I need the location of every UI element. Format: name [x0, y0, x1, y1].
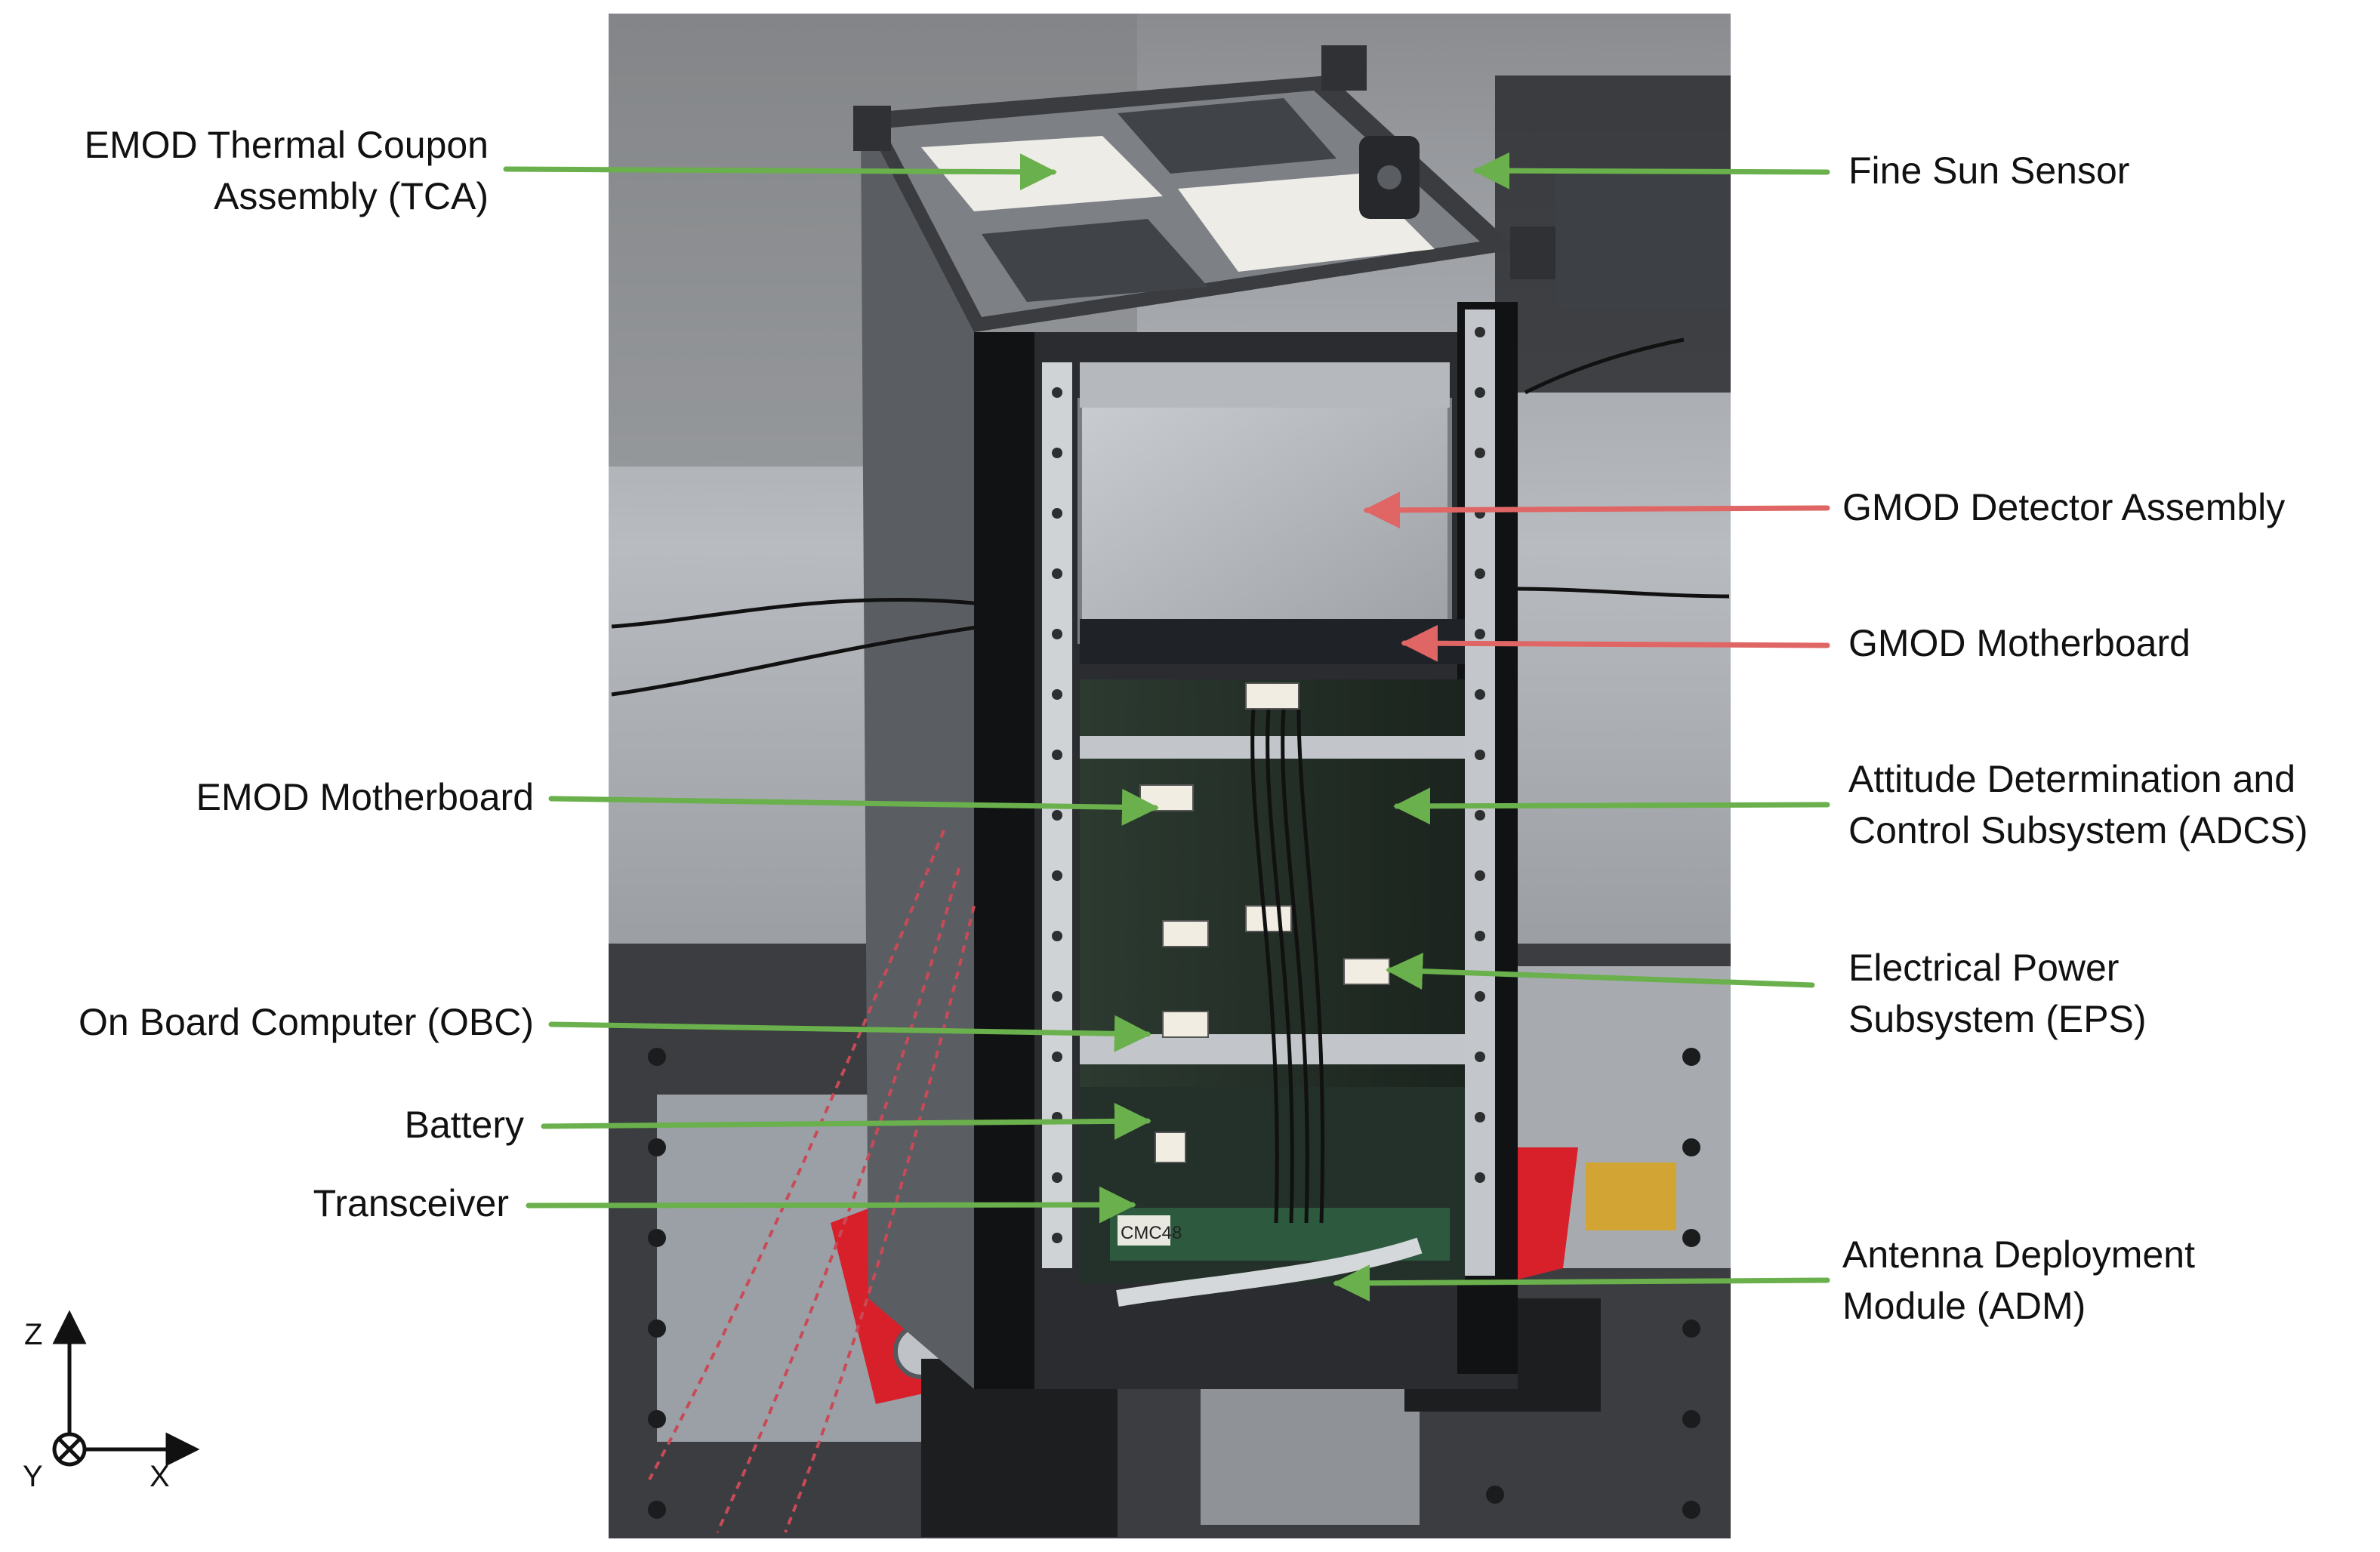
- arrow-battery: [541, 1102, 1151, 1140]
- arrow-obc: [548, 1015, 1151, 1052]
- arrow-adm: [1333, 1264, 1830, 1302]
- label-fine-sun-sensor: Fine Sun Sensor: [1848, 149, 2130, 192]
- label-emod-tca: EMOD Thermal Coupon Assembly (TCA): [84, 124, 489, 217]
- label-obc: On Board Computer (OBC): [79, 1001, 534, 1043]
- axis-label-y: Y: [23, 1460, 43, 1493]
- label-adm: Antenna Deployment Module (ADM): [1842, 1233, 2195, 1327]
- arrow-transceiver: [526, 1186, 1136, 1224]
- arrow-adcs: [1393, 787, 1830, 825]
- arrow-emod-tca: [503, 153, 1057, 191]
- label-battery: Battery: [404, 1104, 524, 1146]
- board-marking-cmc: CMC48: [1121, 1223, 1182, 1243]
- axis-label-x: X: [150, 1460, 170, 1493]
- arrow-gmod-detector: [1363, 491, 1830, 529]
- label-emod-motherboard: EMOD Motherboard: [196, 776, 534, 818]
- arrow-emod-motherboard: [548, 788, 1159, 826]
- arrow-gmod-motherboard: [1401, 624, 1830, 662]
- arrow-fine-sun-sensor: [1472, 152, 1830, 189]
- label-gmod-detector-assembly: GMOD Detector Assembly: [1842, 486, 2286, 528]
- callout-arrows: [503, 152, 1830, 1302]
- label-eps: Electrical Power Subsystem (EPS): [1848, 947, 2147, 1040]
- arrow-eps: [1386, 953, 1815, 990]
- label-gmod-motherboard: GMOD Motherboard: [1848, 622, 2190, 664]
- axis-label-z: Z: [24, 1318, 43, 1351]
- photo: CMC48: [609, 14, 1731, 1538]
- label-transceiver: Transceiver: [313, 1182, 509, 1224]
- label-adcs: Attitude Determination and Control Subsy…: [1848, 758, 2308, 851]
- coordinate-axes: [52, 1310, 200, 1467]
